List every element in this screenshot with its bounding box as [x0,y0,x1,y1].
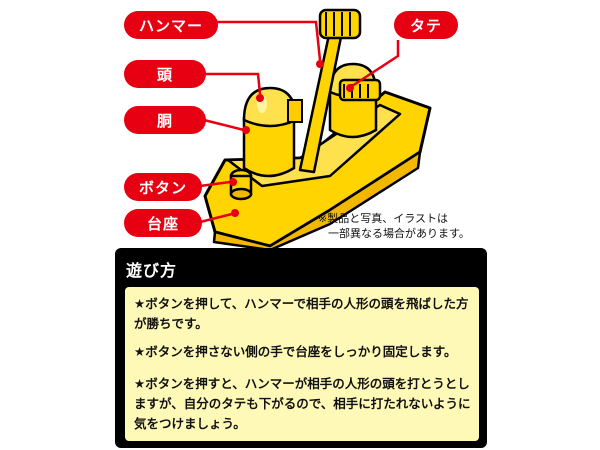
howto-title: 遊び方 [126,261,178,280]
label-head: 頭 [124,60,206,88]
howto-rule-3: ★ボタンを押すと、ハンマーが相手の人形の頭を打とうとしますが、自分のタテも下がる… [134,376,471,431]
doll-right-body [328,88,378,139]
doll-body [242,116,296,178]
howto-rule-1: ★ボタンを押して、ハンマーで相手の人形の頭を飛ばした方が勝ちです。 [134,296,469,331]
howto-body [125,287,479,441]
note-line-2: 一部異なる場合があります。 [328,226,470,240]
leader-button [199,180,231,188]
leader-hammer [216,20,322,61]
product-note: ※製品と写真、イラストは 一部異なる場合があります。 [318,212,470,242]
leader-base [199,212,233,224]
label-button: ボタン [124,173,202,201]
label-hammer: ハンマー [124,11,218,39]
howto-rule-2: ★ボタンを押さない側の手で台座をしっかり固定します。 [134,344,457,359]
toy-illustration [199,8,432,250]
leader-body [203,118,245,132]
leader-stand [351,40,400,88]
base-side-shade [212,150,422,250]
label-base: 台座 [124,209,202,237]
note-line-1: ※製品と写真、イラストは [318,212,448,225]
leader-head [204,72,262,95]
label-stand: タテ [394,11,458,39]
label-body: 胴 [124,106,206,134]
